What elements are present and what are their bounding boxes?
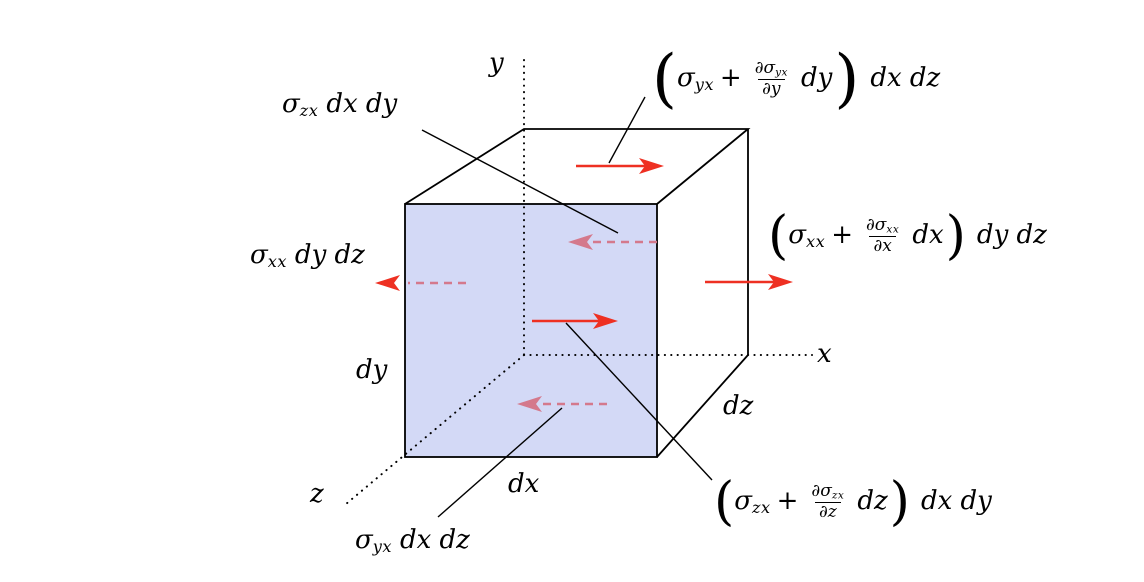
cube-front-face [404,203,658,458]
axis-label-z: z [310,479,324,509]
arrow-sigma-yx-top-face [576,158,664,174]
arrow-sigma-yx-hidden [517,396,607,412]
arrow-head-icon [568,234,593,250]
stress-label-sigma-yx-plus-derivative: ( σyx + ∂σyx∂y dy ) dx dz [652,41,941,116]
arrow-sigma-zx-front-face [532,313,618,329]
cube-top-face-edges [404,128,751,205]
arrow-head-icon [768,274,793,290]
pointer-line-sigma-zx [421,129,619,234]
dim-label-dz: dz [723,391,754,421]
arrow-head-icon [375,275,400,291]
arrow-sigma-xx-hidden [375,275,466,291]
axis-label-y: y [489,48,504,78]
axis-label-x: x [817,339,832,369]
arrow-sigma-xx-right-face [705,274,793,290]
pointer-line-sigma-yx-far [608,96,646,164]
arrow-head-icon [639,158,664,174]
arrow-head-icon [517,396,542,412]
arrow-sigma-zx-hidden [568,234,657,250]
arrow-head-icon [593,313,618,329]
dim-label-dx: dx [508,469,540,499]
pointer-line-sigma-yx [437,407,563,518]
dim-label-dy: dy [356,355,388,385]
axis-z-dotted-line [345,354,525,505]
stress-label-sigma-zx-plus-derivative: ( σzx + ∂σzx∂z dz ) dx dy [714,471,992,532]
stress-label-sigma-xx-plus-derivative: ( σxx + ∂σxx∂x dx ) dy dz [768,205,1047,266]
pointer-line-sigma-zx-far [565,322,713,481]
